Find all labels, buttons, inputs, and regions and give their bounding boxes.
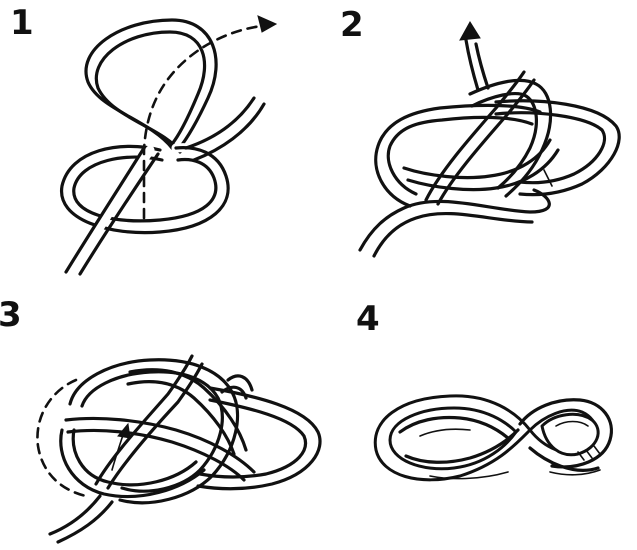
- step-3-panel: 3: [0, 280, 330, 550]
- step-3-illustration: [0, 280, 330, 550]
- step-4-panel: 4: [330, 280, 637, 550]
- step-2-illustration: [320, 0, 637, 280]
- step-2-panel: 2: [320, 0, 637, 280]
- step-1-panel: 1: [0, 0, 320, 280]
- step-4-illustration: [330, 280, 637, 550]
- step-1-illustration: [0, 0, 320, 280]
